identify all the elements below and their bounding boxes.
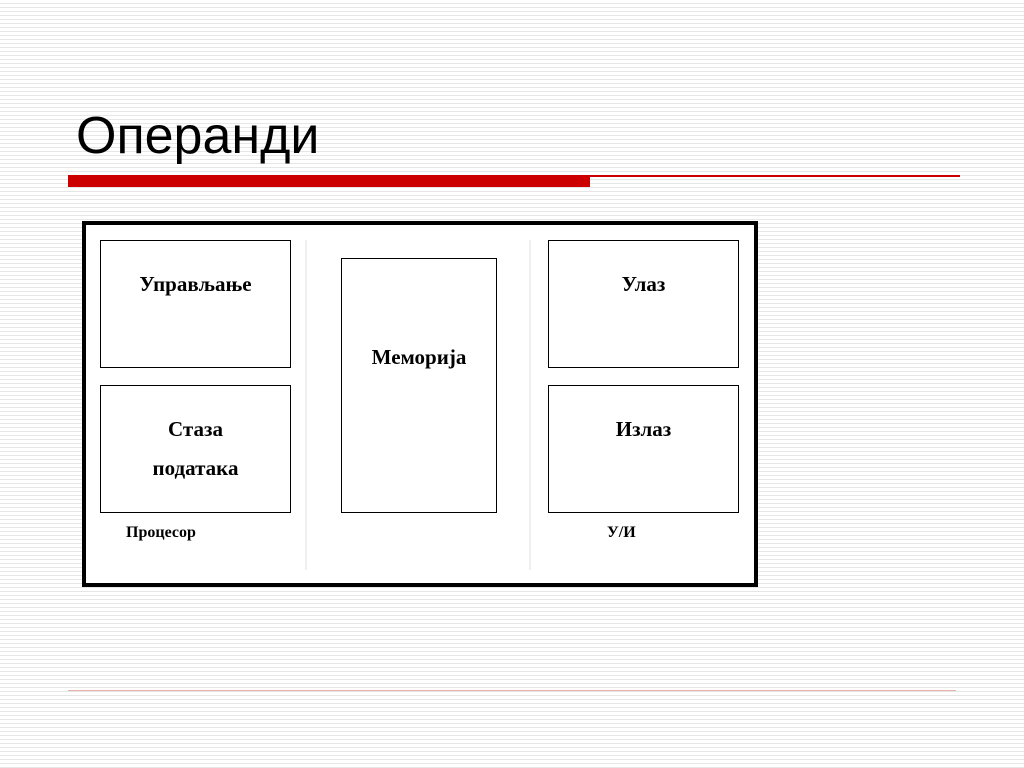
slide-title: Операнди	[76, 107, 320, 165]
processor-group-label: Процесор	[126, 524, 196, 541]
output-box: Излаз	[548, 385, 739, 513]
column-separator	[305, 240, 307, 570]
column-separator	[529, 240, 531, 570]
title-underline-thin	[590, 175, 960, 177]
control-box: Управљање	[100, 240, 291, 368]
control-label: Управљање	[139, 272, 252, 296]
memory-label: Меморија	[371, 345, 467, 369]
title-underline-thick	[68, 175, 590, 187]
datapath-label: Стаза података	[152, 417, 239, 480]
io-group-label: У/И	[607, 524, 636, 541]
input-box: Улаз	[548, 240, 739, 368]
memory-box: Меморија	[341, 258, 497, 513]
datapath-box: Стаза података	[100, 385, 291, 513]
output-label: Излаз	[615, 417, 672, 441]
input-label: Улаз	[621, 272, 666, 296]
footer-divider	[68, 690, 956, 691]
